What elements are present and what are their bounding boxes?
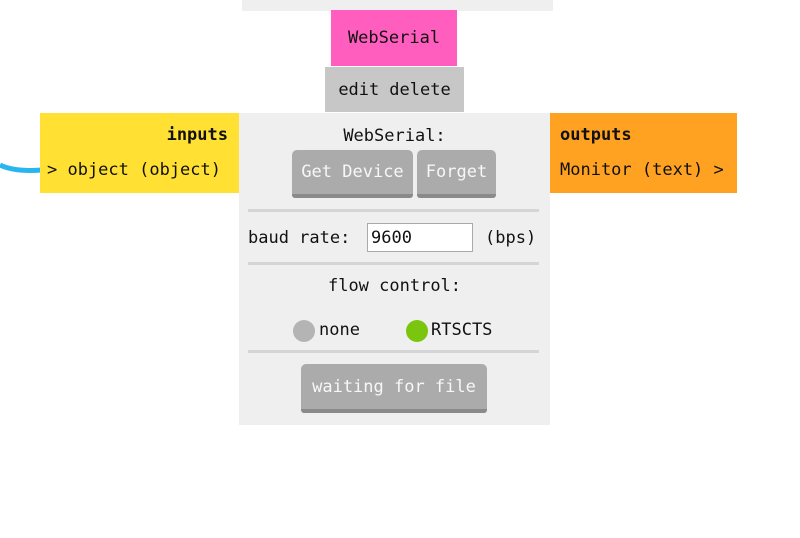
divider [248,350,539,353]
node-actions-bar: edit delete [325,67,464,112]
baud-rate-label: baud rate: [248,228,351,248]
waiting-for-file-button[interactable]: waiting for file [301,364,487,413]
divider [248,262,539,265]
node-title[interactable]: WebSerial [331,10,457,66]
radio-none-label: none [319,320,360,340]
forget-button[interactable]: Forget [417,150,496,198]
divider [248,209,539,212]
node-top-strip [242,0,553,11]
inputs-panel: inputs > object (object) [40,113,239,193]
edit-link[interactable]: edit [338,79,380,100]
node-title-label: WebSerial [347,28,441,48]
delete-link[interactable]: delete [389,79,451,100]
outputs-panel: outputs Monitor (text) > [550,113,737,193]
radio-none[interactable] [293,320,315,342]
radio-rtscts-label: RTSCTS [431,320,493,340]
radio-rtscts[interactable] [406,320,428,342]
input-connection-wire [0,162,42,173]
webserial-section-title: WebSerial: [343,126,446,146]
output-port-monitor[interactable]: Monitor (text) > [560,160,724,180]
outputs-header: outputs [560,125,632,145]
baud-rate-unit: (bps) [485,228,537,248]
node-config-panel: WebSerial: Get Device Forget baud rate: … [239,113,550,425]
baud-rate-input[interactable] [367,223,473,252]
inputs-header: inputs [166,125,228,145]
input-port-object[interactable]: > object (object) [47,160,221,180]
flow-control-label: flow control: [327,276,462,296]
get-device-button[interactable]: Get Device [292,150,413,198]
